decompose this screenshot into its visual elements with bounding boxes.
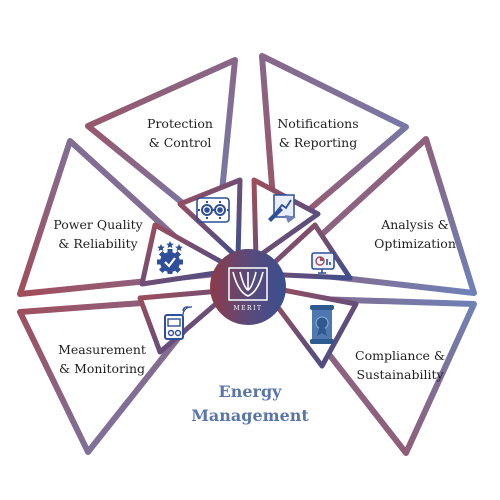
label-notifications-line2: & Reporting (278, 135, 358, 150)
label-compliance-line2: Sustainability (356, 367, 444, 382)
small-petal-measurement (137, 287, 235, 355)
gears-icon (196, 197, 230, 223)
label-notifications: Notifications & Reporting (258, 114, 378, 152)
merit-logo-icon (232, 271, 264, 297)
report-chart-icon (268, 194, 296, 223)
label-measurement-line2: & Monitoring (58, 361, 146, 376)
diagram-title: Energy Management (140, 380, 360, 428)
label-measurement: Measurement & Monitoring (42, 340, 162, 378)
label-power-quality-line2: & Reliability (58, 236, 138, 251)
label-compliance-line1: Compliance & (355, 348, 445, 363)
smart-meter-icon (164, 306, 193, 340)
petal-compliance (282, 295, 477, 456)
title-line2: Management (191, 406, 309, 425)
petal-notifications (259, 53, 409, 241)
petal-analysis (279, 136, 477, 296)
petal-power-quality (17, 138, 219, 297)
gear-check-icon (157, 241, 183, 274)
label-measurement-line1: Measurement (58, 342, 146, 357)
hub: MERIT (210, 249, 286, 325)
small-petal-protection (177, 177, 243, 261)
label-analysis-line2: Optimization (374, 236, 456, 251)
monitor-analytics-icon (311, 252, 335, 274)
hub-logo-text: MERIT (234, 305, 263, 312)
petal-protection (85, 57, 238, 235)
label-compliance: Compliance & Sustainability (340, 346, 460, 384)
petal-measurement (17, 295, 213, 455)
label-analysis: Analysis & Optimization (355, 215, 475, 253)
scroll-badge-icon (310, 305, 334, 344)
title-line1: Energy (218, 382, 282, 401)
label-power-quality: Power Quality & Reliability (38, 215, 158, 253)
label-protection-line1: Protection (147, 116, 213, 131)
label-protection: Protection & Control (120, 114, 240, 152)
label-analysis-line1: Analysis & (381, 217, 449, 232)
label-protection-line2: & Control (148, 135, 212, 150)
label-notifications-line1: Notifications (277, 116, 359, 131)
label-power-quality-line1: Power Quality (53, 217, 143, 232)
